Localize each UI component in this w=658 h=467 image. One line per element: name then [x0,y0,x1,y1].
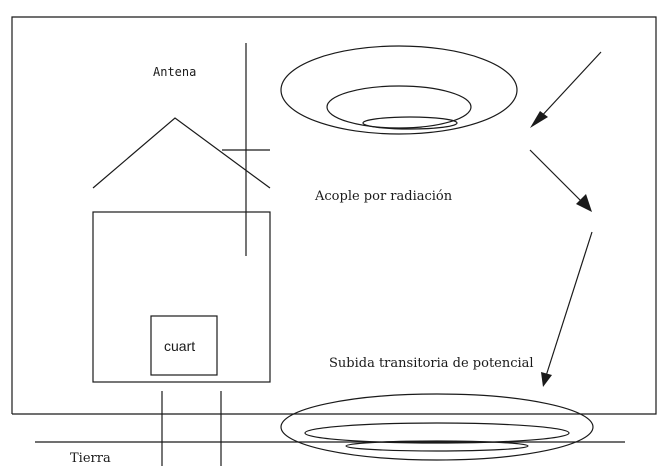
radiation-ellipse-outer [280,45,518,135]
house-roof [92,117,271,189]
device-box [150,315,218,376]
radiation-ellipse-middle [326,85,472,129]
radiation-ellipse-inner [362,116,458,130]
arrow-1-head [530,111,548,128]
arrow-3-head [541,372,552,387]
device-label: cuart [164,338,196,354]
outer-frame [11,16,657,415]
surge-ellipse-inner [345,440,529,452]
arrow-1-shaft [537,51,602,121]
arrow-2-head [576,194,592,212]
surge-ellipse-outer [280,393,594,461]
arrow-3-shaft [545,231,593,377]
surge-label: Subida transitoria de potencial [329,356,534,371]
surge-ellipse-middle [304,422,570,444]
antenna-label: Antena [153,65,197,79]
radiation-coupling-label: Acople por radiación [315,189,453,204]
arrow-2-shaft [529,149,585,205]
house-body [92,211,271,383]
ground-label: Tierra [70,451,111,466]
